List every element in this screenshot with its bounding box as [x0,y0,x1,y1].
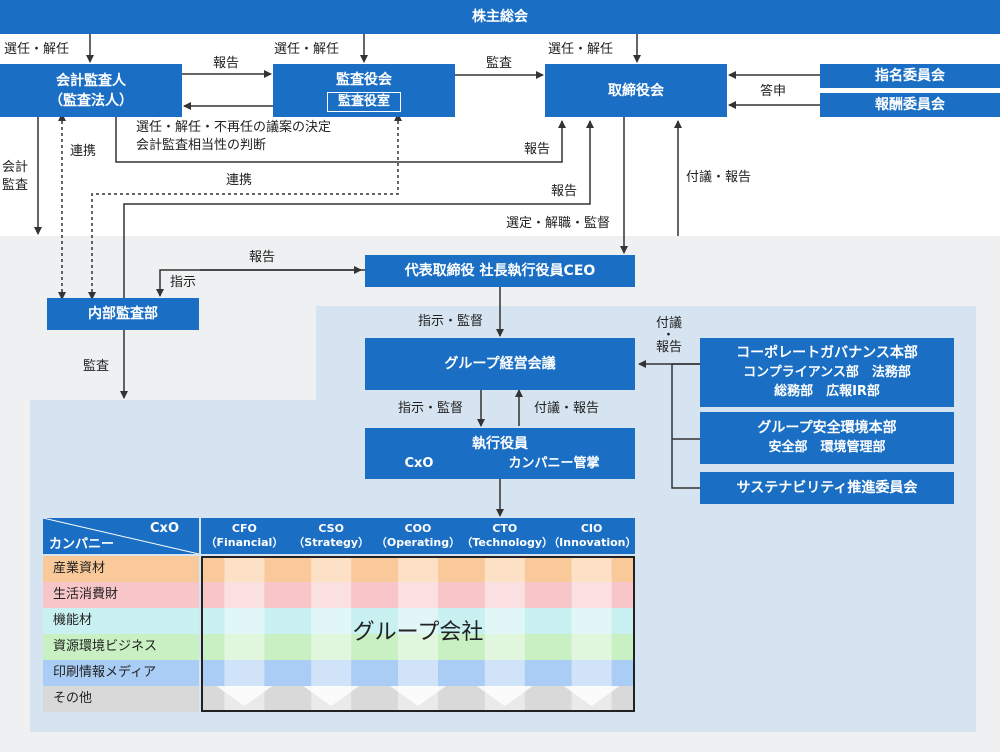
label-fugi-report-2: 付議・報告 [534,401,600,416]
cxo-sub: （Innovation） [548,536,637,549]
company-row-band [201,634,635,660]
label-instruct-sup-2: 指示・監督 [398,401,464,416]
cxo-sub: （Financial） [205,536,284,549]
company-row-label: 資源環境ビジネス [43,634,199,660]
shareholders-meeting: 株主総会 [0,0,1000,34]
nomination-committee: 指名委員会 [820,64,1000,88]
cxo-column-cto: CTO（Technology） [461,518,554,554]
cxo-column-cso: CSO（Strategy） [288,518,375,554]
group-management-meeting: グループ経営会議 [365,338,635,390]
label-decision-2: 会計監査相当性の判断 [136,138,267,153]
label-elect-2: 選任・解任 [274,42,340,57]
table-cxo-header [201,518,635,554]
cxo-down-arrow [390,686,446,706]
cxo-down-arrow [476,686,533,706]
table-corner-header: CxO カンパニー [43,518,199,554]
cxo-sub: （Strategy） [293,536,370,549]
label-select: 選定・解職・監督 [506,216,611,231]
corner-cxo: CxO [150,521,179,536]
internal-audit-dept: 内部監査部 [47,298,199,330]
company-row-label: 印刷情報メディア [43,660,199,686]
label-renkei-2: 連携 [226,173,253,188]
board-of-directors: 取締役会 [545,64,727,117]
label-fugi-report: 付議・報告 [686,170,752,185]
label-kaikei-2: 監査 [2,178,29,193]
cxo-down-arrow [216,686,273,706]
officers-company: カンパニー管掌 [508,455,600,471]
cxo-name: CIO [580,522,603,535]
label-elect-1: 選任・解任 [4,42,70,57]
corporate-governance-hq: コーポレートガバナンス本部 コンプライアンス部 法務部 総務部 広報IR部 [700,338,954,407]
cxo-name: CSO [318,522,344,535]
cxo-name: CTO [492,522,518,535]
company-row-band [201,660,635,686]
grid-overlay [216,556,620,712]
accounting-auditor: 会計監査人 （監査法人） [0,64,182,117]
cxo-column-cfo: CFO（Financial） [201,518,288,554]
group-companies-frame [201,556,635,712]
company-row-label: 機能材 [43,608,199,634]
label-audit-low: 監査 [83,359,110,374]
group-safety-env-hq: グループ安全環境本部 安全部 環境管理部 [700,412,954,464]
compensation-committee: 報酬委員会 [820,93,1000,117]
officers-sub: CxO カンパニー管掌 [365,454,635,474]
officers-title: 執行役員 [472,435,528,452]
company-row-label: その他 [43,686,199,712]
officers-cxo: CxO [404,455,434,471]
cxo-down-arrow [563,686,620,706]
label-elect-3: 選任・解任 [548,42,614,57]
label-fugi-rep: 報告 [656,340,683,355]
company-row-label: 産業資材 [43,556,199,582]
cxo-name: CFO [231,522,257,535]
company-row-label: 生活消費財 [43,582,199,608]
group-companies-label: グループ会社 [352,620,484,645]
company-row-band [201,608,635,634]
cxo-down-arrow [303,686,360,706]
ceo-box: 代表取締役 社長執行役員CEO [365,255,635,287]
corner-company: カンパニー [49,537,115,552]
label-decision-1: 選任・解任・不再任の議案の決定 [136,120,332,135]
company-row-band [201,582,635,608]
label-instruct-sup-1: 指示・監督 [418,314,484,329]
executive-officers: 執行役員 CxO カンパニー管掌 [365,428,635,479]
label-fugi-dot: ・ [662,328,676,343]
label-report-board-2: 報告 [551,184,578,199]
corner-diagonal [43,518,199,554]
auditor-line2: （監査法人） [49,92,133,109]
label-report-top: 報告 [213,56,240,71]
label-renkei-1: 連携 [70,144,97,159]
audit-board-office: 監査役室 [326,91,401,112]
cxo-name: COO [404,522,432,535]
label-fugi: 付議 [656,316,683,331]
label-report-board-1: 報告 [524,142,551,157]
cxo-column-coo: COO（Operating） [375,518,462,554]
label-instruct: 指示 [170,275,197,290]
auditor-line1: 会計監査人 [56,72,126,89]
label-answer: 答申 [760,84,787,99]
audit-board: 監査役会 監査役室 [273,64,455,117]
sustainability-committee: サステナビリティ推進委員会 [700,472,954,504]
audit-board-title: 監査役会 [336,71,392,88]
label-report-ceo: 報告 [249,250,276,265]
company-row-band [201,556,635,582]
label-audit-mid: 監査 [486,56,513,71]
cxo-column-cio: CIO（Innovation） [548,518,637,554]
cxo-sub: （Technology） [461,536,554,549]
cxo-sub: （Operating） [375,536,461,549]
label-kaikei-1: 会計 [2,160,29,175]
